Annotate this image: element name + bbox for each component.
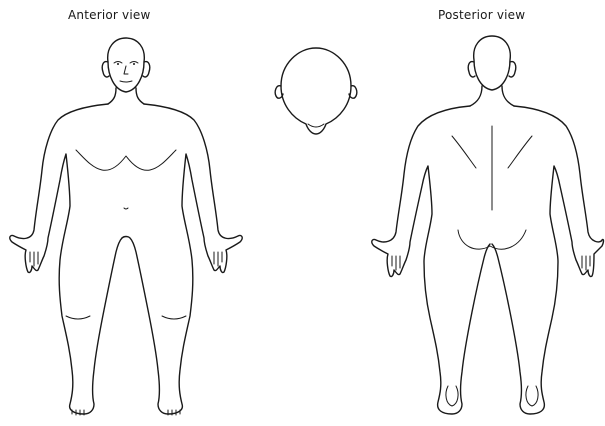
anterior-body-right [122, 104, 242, 414]
anterior-eye-left [114, 62, 122, 64]
posterior-heel-right [526, 386, 538, 406]
posterior-neck-left [470, 86, 482, 106]
head-top-figure [275, 48, 357, 134]
anterior-hand-right-fingers [214, 252, 222, 266]
posterior-neck-right [502, 86, 514, 106]
anterior-body-left [10, 104, 122, 414]
anterior-neck-right [136, 88, 144, 104]
posterior-scapula-right [508, 136, 532, 168]
posterior-body-figure [372, 36, 604, 414]
anterior-knee-right [162, 316, 186, 319]
anterior-eye-right [130, 62, 138, 64]
anterior-knee-left [66, 316, 90, 319]
head-top-outline [281, 48, 351, 134]
posterior-heel-left [446, 386, 458, 406]
posterior-scapula-left [452, 136, 476, 168]
posterior-hand-right-fingers [582, 256, 590, 270]
anterior-head [108, 38, 145, 92]
anterior-hand-left-fingers [30, 252, 38, 266]
anterior-pupil-left [117, 63, 119, 65]
anterior-body-figure [10, 38, 242, 415]
anterior-chest [76, 150, 176, 170]
anterior-nose [124, 66, 128, 74]
posterior-buttocks [458, 230, 526, 249]
posterior-body-right [492, 106, 604, 414]
posterior-head [474, 36, 511, 90]
anterior-neck-left [108, 88, 116, 104]
anterior-navel [124, 208, 128, 209]
posterior-hand-left-fingers [392, 256, 400, 270]
anterior-pupil-right [133, 63, 135, 65]
posterior-body-left [372, 106, 490, 414]
head-top-nose [308, 124, 324, 127]
anterior-mouth [120, 81, 132, 82]
